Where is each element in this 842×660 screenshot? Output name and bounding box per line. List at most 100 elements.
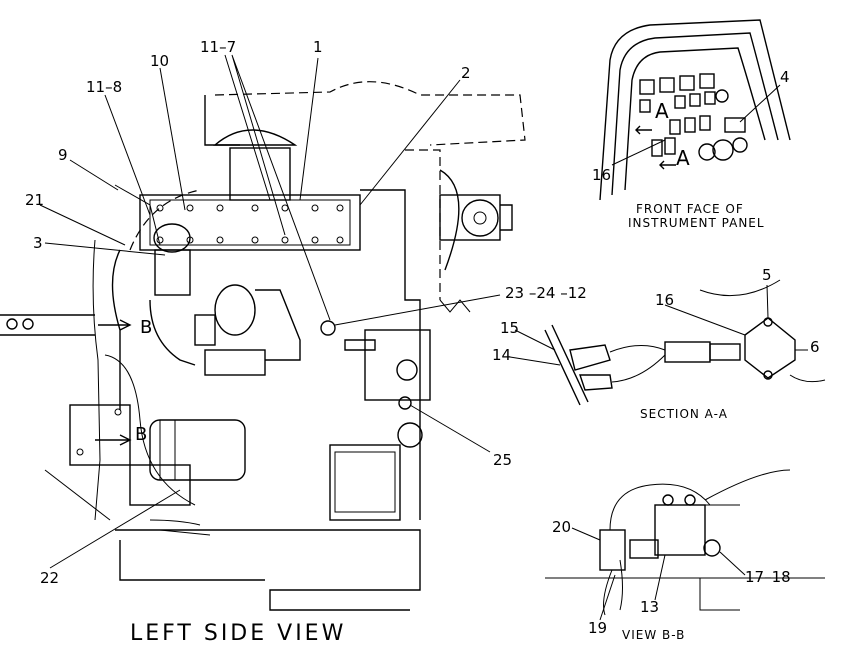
frame-rail [0, 314, 95, 336]
panel-caption-line2: INSTRUMENT PANEL [628, 216, 765, 230]
panel-wall-1 [544, 329, 581, 406]
bb-bracket [699, 578, 740, 611]
frame-outline-top [214, 81, 526, 146]
oil-pan-lower [119, 540, 265, 581]
hose-dash [129, 189, 201, 251]
sensor-25 [398, 396, 412, 410]
turbo-elbow [153, 223, 191, 253]
connector-plug [664, 341, 711, 363]
block-front [111, 249, 121, 410]
callout-leaders-left-view [39, 54, 501, 569]
leader-20 [571, 527, 601, 541]
callout-21: 21 [25, 191, 44, 209]
valve-cover [149, 199, 351, 246]
frame-bracket [204, 95, 240, 146]
fuel-pump-boss [396, 359, 418, 381]
oil-pan-top [115, 529, 421, 611]
callout-25: 25 [493, 451, 512, 469]
relay-6 [744, 317, 796, 379]
belt-teeth [439, 299, 471, 313]
leader-19 [599, 574, 616, 621]
callout-11-7: 11–7 [200, 38, 236, 56]
ground-strap [149, 519, 211, 536]
sensor-23-24-12 [320, 320, 336, 336]
callout-11-8: 11–8 [86, 78, 122, 96]
leader-16b [664, 304, 746, 336]
air-inlet-neck [229, 147, 291, 201]
engine-left-side-view: B B [0, 81, 526, 611]
callout-19: 19 [588, 619, 607, 637]
switch-body [569, 344, 611, 371]
leader-17-18 [719, 551, 746, 576]
relay-stud-5 [763, 317, 773, 327]
section-aa-view: 5 16 6 15 14 SECTION A-A [492, 266, 826, 421]
callout-16-section: 16 [655, 291, 674, 309]
bb-wire-out [700, 469, 791, 506]
leader-14 [509, 356, 561, 366]
panel-outer-2 [611, 32, 779, 196]
harness-main [92, 239, 101, 521]
title-section-aa: SECTION A-A [640, 407, 728, 421]
pulley-nut [500, 204, 513, 231]
switch-body-2 [579, 374, 613, 391]
section-mark-a-bottom: A [676, 146, 690, 170]
turbo-flange [194, 314, 216, 346]
turbo-pipe [154, 249, 191, 296]
panel-outer-3 [624, 47, 766, 191]
pulley-housing [439, 194, 501, 241]
solenoid-mount [629, 539, 659, 559]
starter-bands [159, 420, 176, 480]
section-mark-b-top: B [140, 317, 152, 338]
leader-16a [611, 139, 666, 166]
callout-1: 1 [313, 38, 323, 56]
callout-2: 2 [461, 64, 471, 82]
terminal-17-18 [703, 539, 721, 557]
instrument-panel-view: A A 4 16 FRONT FACE OF INSTRUMENT PANEL [592, 19, 791, 230]
view-bb: 20 17–18 13 19 VIEW B-B [545, 469, 825, 642]
callout-4: 4 [780, 68, 790, 86]
leader-15 [514, 329, 556, 351]
oil-cooler [329, 444, 401, 521]
harness-branch-head [114, 184, 161, 246]
switch-20 [599, 529, 626, 571]
exhaust-manifold [204, 349, 266, 376]
relay-stud-bottom [763, 370, 773, 380]
turbo-housing [214, 284, 256, 336]
section-wires [609, 345, 666, 383]
callout-6: 6 [810, 338, 820, 356]
throttle-lever [344, 339, 376, 351]
pulley [461, 199, 499, 237]
solenoid-13 [654, 504, 706, 556]
callout-17-18: 17–18 [745, 568, 791, 586]
callout-9: 9 [58, 146, 68, 164]
section-mark-b-bottom: B [135, 424, 147, 445]
section-arrow-a-bottom [659, 160, 676, 170]
head-bolts [156, 204, 344, 244]
starter-motor [149, 419, 246, 481]
leader-5 [766, 284, 769, 319]
oil-cooler-inner [334, 451, 396, 513]
callout-13: 13 [640, 598, 659, 616]
panel-caption-line1: FRONT FACE OF [636, 202, 744, 216]
callout-5: 5 [762, 266, 772, 284]
block-rear [360, 189, 421, 520]
pulley-hub [473, 211, 487, 225]
panel-wall-2 [551, 324, 589, 403]
section-arrow-b-top [98, 319, 132, 331]
lead-ground [44, 469, 111, 521]
bb-wires [603, 483, 711, 616]
callout-10: 10 [150, 52, 169, 70]
panel-item-4 [724, 117, 746, 133]
callouts-left-view: 1 2 11–7 10 11–8 9 21 3 23 –24 –12 25 22 [25, 38, 587, 587]
cylinder-head [139, 194, 361, 251]
manifold-outline [255, 289, 301, 361]
section-arrow-a-top [635, 125, 652, 135]
leader-13 [654, 554, 666, 601]
panel-gauges [639, 73, 748, 161]
section-mark-a-top: A [655, 99, 669, 123]
callout-16-panel: 16 [592, 166, 611, 184]
connector-receptacle [709, 343, 741, 361]
fuel-pump [364, 329, 431, 401]
harness-branch-starter [104, 354, 196, 506]
